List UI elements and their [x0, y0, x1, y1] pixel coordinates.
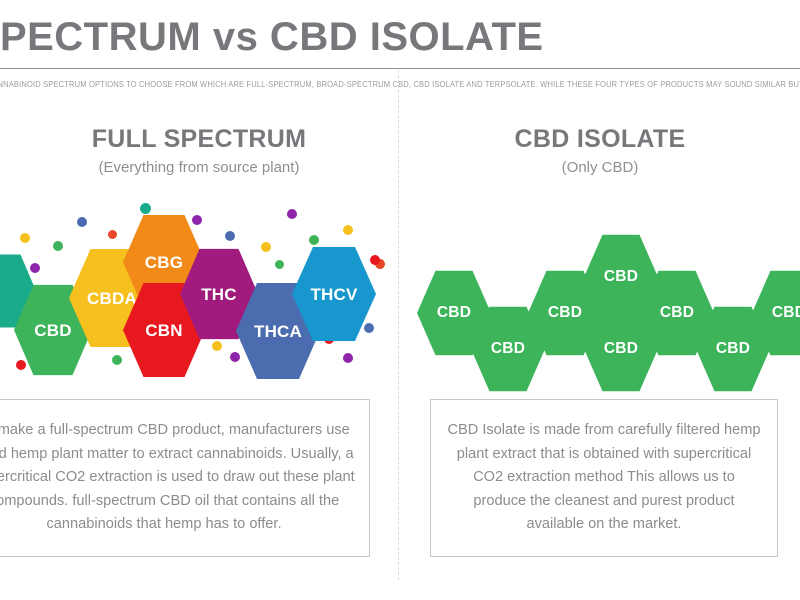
hexagon-label: CBD — [490, 340, 526, 358]
confetti-dot — [309, 235, 319, 245]
confetti-dot — [375, 259, 385, 269]
full-spectrum-description-box: To make a full-spectrum CBD product, man… — [0, 399, 370, 557]
hexagon-label: CBD — [34, 320, 72, 340]
hexagon-label: CBD — [659, 304, 695, 322]
confetti-dot — [343, 353, 353, 363]
full-spectrum-title: FULL SPECTRUM — [91, 125, 307, 153]
confetti-dot — [30, 263, 40, 273]
confetti-dot — [275, 260, 284, 269]
confetti-dot — [230, 352, 240, 362]
confetti-dot — [261, 242, 271, 252]
hexagon-label: CBD — [603, 268, 639, 286]
cbd-isolate-description-text: CBD Isolate is made from carefully filte… — [447, 422, 761, 533]
hexagon-label: CBD — [547, 304, 583, 322]
confetti-dot — [364, 323, 374, 333]
hexagon-label: CBD — [436, 304, 472, 322]
hexagon-thcv: THCV — [292, 246, 376, 342]
full-spectrum-subtitle: (Everything from source plant) — [98, 159, 300, 176]
hexagon-field: CBD CBDA CBG CBN THC THCA THCV CBD CBD CBD CBD CBD C… — [0, 195, 800, 395]
hexagon-label: CBDA — [87, 288, 137, 308]
hexagon-label: THC — [201, 284, 237, 304]
intro-paragraph: THERE ARE DIFFERENT CANNABINOID SPECTRUM… — [0, 80, 800, 89]
right-column-heading: CBD ISOLATE (Only CBD) — [400, 124, 800, 180]
column-divider — [398, 70, 399, 580]
cbd-isolate-subtitle: (Only CBD) — [561, 159, 639, 176]
hexagon-label: THCV — [310, 284, 358, 304]
left-column-heading: FULL SPECTRUM (Everything from source pl… — [0, 124, 398, 180]
confetti-dot — [16, 360, 26, 370]
page-title: LL SPECTRUM vs CBD ISOLATE — [0, 15, 544, 59]
hexagon-cbn: CBN — [123, 282, 205, 378]
confetti-dot — [112, 355, 122, 365]
confetti-dot — [212, 341, 222, 351]
confetti-dot — [140, 203, 151, 214]
hexagon-label: CBN — [145, 320, 183, 340]
full-spectrum-description-text: To make a full-spectrum CBD product, man… — [0, 422, 355, 533]
confetti-dot — [370, 255, 380, 265]
hexagon-label: CBD — [771, 304, 800, 322]
hexagon-label: CBD — [603, 340, 639, 358]
hexagon-label: CBD — [715, 340, 751, 358]
confetti-dot — [77, 217, 87, 227]
confetti-dot — [225, 231, 235, 241]
confetti-dot — [287, 209, 297, 219]
confetti-dot — [343, 225, 353, 235]
header-divider — [0, 68, 800, 69]
hexagon-label: CBG — [144, 252, 184, 272]
hexagon-cbd: CBD — [417, 270, 491, 356]
confetti-dot — [192, 215, 202, 225]
confetti-dot — [108, 230, 117, 239]
cbd-isolate-description-box: CBD Isolate is made from carefully filte… — [430, 399, 778, 557]
confetti-dot — [20, 233, 30, 243]
confetti-dot — [53, 241, 63, 251]
cbd-isolate-title: CBD ISOLATE — [514, 125, 686, 153]
hexagon-label: THCA — [253, 321, 302, 341]
